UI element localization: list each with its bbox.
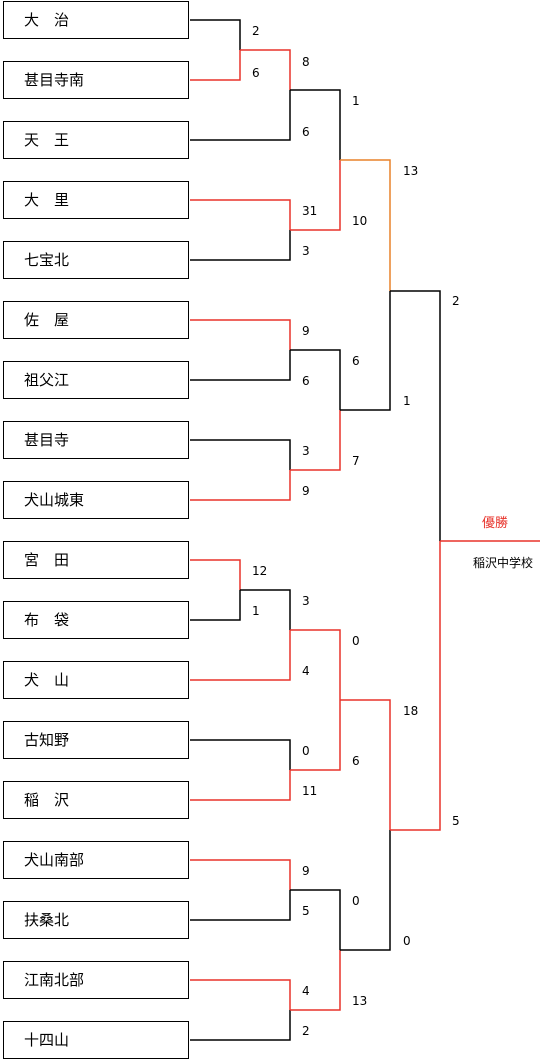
team-box: 甚目寺 (3, 421, 189, 459)
team-box: 犬 山 (3, 661, 189, 699)
score-label: 9 (302, 864, 310, 878)
score-label: 1 (352, 94, 360, 108)
bracket-line (190, 590, 241, 621)
bracket-line (190, 890, 291, 921)
winner-line (290, 160, 341, 231)
team-box: 大 里 (3, 181, 189, 219)
team-box: 十四山 (3, 1021, 189, 1059)
bracket-line (190, 350, 291, 381)
score-label: 6 (352, 354, 360, 368)
winner-line (190, 979, 291, 1010)
score-label: 13 (352, 994, 368, 1008)
score-label: 5 (452, 814, 460, 828)
bracket-line (190, 230, 291, 261)
winner-line (190, 859, 291, 890)
score-label: 6 (252, 66, 260, 80)
score-label: 3 (302, 444, 310, 458)
winner-line (290, 950, 341, 1011)
champion-name: 稲沢中学校 (473, 556, 534, 570)
score-label: 6 (352, 754, 360, 768)
score-label: 8 (302, 55, 310, 69)
team-box: 布 袋 (3, 601, 189, 639)
bracket-line (240, 589, 291, 630)
winner-line (390, 541, 441, 831)
score-label: 2 (452, 294, 460, 308)
winner-line (240, 49, 291, 90)
score-label: 0 (403, 934, 411, 948)
team-box: 七宝北 (3, 241, 189, 279)
score-label: 6 (302, 125, 310, 139)
team-box: 扶桑北 (3, 901, 189, 939)
bracket-line (290, 889, 341, 950)
score-label: 1 (252, 604, 260, 618)
score-label: 9 (302, 324, 310, 338)
winner-line (190, 199, 291, 230)
score-label: 2 (252, 24, 260, 38)
score-label: 13 (403, 164, 419, 178)
bracket-line (190, 90, 291, 141)
winner-line (190, 319, 291, 350)
champion-label: 優勝 (482, 516, 509, 531)
score-label: 10 (352, 214, 368, 228)
winner-line (190, 770, 291, 801)
team-box: 天 王 (3, 121, 189, 159)
score-label: 4 (302, 664, 310, 678)
winner-line (190, 559, 241, 590)
bracket-line (340, 830, 391, 951)
team-box: 古知野 (3, 721, 189, 759)
bracket-line (190, 739, 291, 770)
winner-line (190, 630, 291, 681)
score-label: 11 (302, 784, 318, 798)
team-box: 犬山城東 (3, 481, 189, 519)
team-box: 宮 田 (3, 541, 189, 579)
score-label: 18 (403, 704, 419, 718)
team-box: 佐 屋 (3, 301, 189, 339)
score-label: 0 (302, 744, 310, 758)
score-label: 4 (302, 984, 310, 998)
team-box: 祖父江 (3, 361, 189, 399)
team-box: 稲 沢 (3, 781, 189, 819)
bracket-line (390, 290, 441, 541)
score-label: 5 (302, 904, 310, 918)
team-box: 犬山南部 (3, 841, 189, 879)
score-label: 1 (403, 394, 411, 408)
winner-line (290, 629, 341, 700)
score-label: 6 (302, 374, 310, 388)
score-label: 0 (352, 894, 360, 908)
team-box: 甚目寺南 (3, 61, 189, 99)
score-label: 9 (302, 484, 310, 498)
score-label: 31 (302, 204, 318, 218)
winner-line (290, 410, 341, 471)
winner-line (340, 699, 391, 830)
winner-line (190, 50, 241, 81)
score-label: 12 (252, 564, 268, 578)
bracket-line (290, 89, 341, 160)
bracket-line (190, 439, 291, 470)
score-label: 7 (352, 454, 360, 468)
score-label: 0 (352, 634, 360, 648)
team-box: 大 治 (3, 1, 189, 39)
bracket-line (290, 349, 341, 410)
bracket-line (340, 159, 391, 291)
score-label: 3 (302, 244, 310, 258)
bracket-line (190, 1010, 291, 1041)
score-label: 2 (302, 1024, 310, 1038)
bracket-line (340, 291, 391, 411)
bracket-line (190, 19, 241, 50)
team-box: 江南北部 (3, 961, 189, 999)
winner-line (190, 470, 291, 501)
winner-line (290, 700, 341, 771)
score-label: 3 (302, 594, 310, 608)
